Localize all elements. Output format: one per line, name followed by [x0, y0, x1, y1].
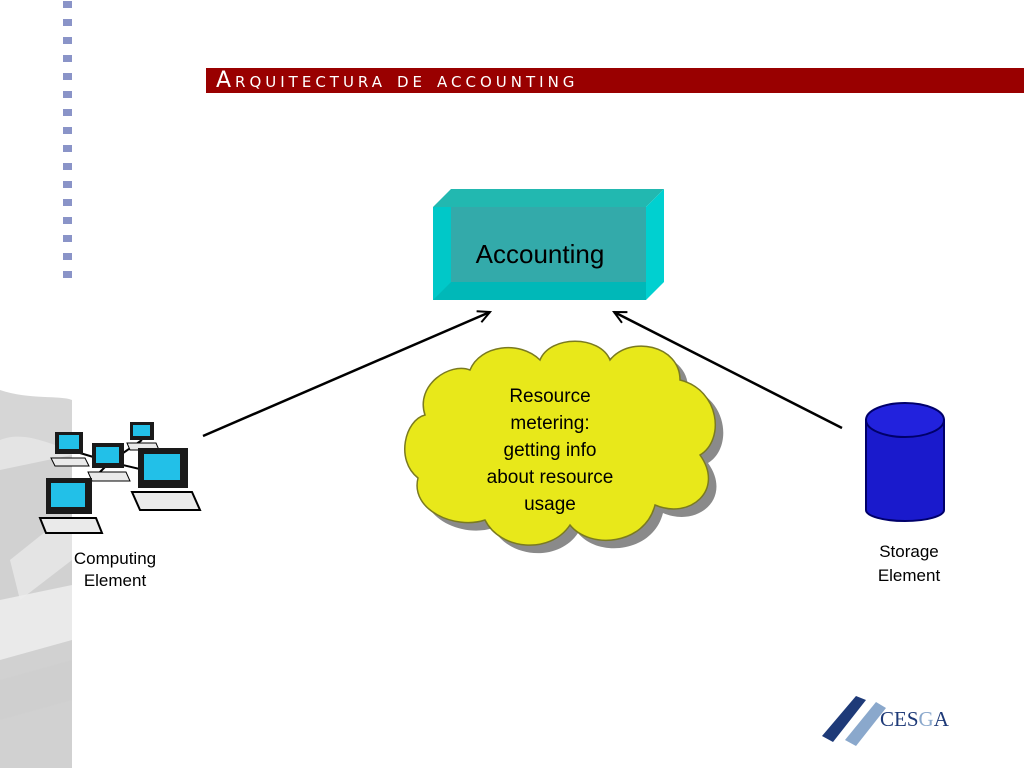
title-bar — [206, 68, 1024, 93]
arrow-storage-to-accounting — [614, 310, 843, 430]
storage-element-icon — [865, 402, 945, 522]
cesga-logo-text: CESGA — [880, 707, 949, 732]
computing-element-line: Element — [83, 571, 147, 590]
storage-element-line: Storage — [879, 542, 939, 561]
decorative-dot — [63, 271, 72, 278]
accounting-box — [433, 189, 664, 300]
decorative-dot — [63, 217, 72, 224]
decorative-dot — [63, 127, 72, 134]
accounting-label: Accounting — [475, 239, 605, 269]
decorative-dot — [63, 73, 72, 80]
cloud-line: about resource — [486, 467, 614, 488]
decorative-dot — [63, 199, 72, 206]
cloud-line: usage — [524, 494, 576, 515]
decorative-dot — [63, 163, 72, 170]
slide-title: Arquitectura de accounting — [216, 68, 579, 93]
resource-metering-cloud — [404, 340, 724, 554]
storage-element-label: Storage Element — [844, 540, 974, 588]
cloud-text: Resource metering: getting info about re… — [460, 383, 640, 518]
decorative-dot — [63, 37, 72, 44]
decorative-dot — [63, 55, 72, 62]
arrow-computing-to-accounting — [202, 312, 490, 438]
decorative-dot — [63, 19, 72, 26]
decorative-dot — [63, 145, 72, 152]
computing-element-line: Computing — [73, 549, 157, 568]
computing-element-icon — [38, 422, 202, 534]
logo-text-prefix: CES — [880, 707, 919, 731]
decorative-dots — [63, 1, 72, 278]
cloud-line: Resource — [509, 386, 591, 407]
decorative-dot — [63, 253, 72, 260]
cloud-line: metering: — [510, 413, 590, 434]
cesga-logo-mark — [822, 696, 886, 746]
computing-element-label: Computing Element — [50, 548, 180, 592]
cloud-line: getting info — [503, 440, 597, 461]
decorative-dot — [63, 181, 72, 188]
decorative-dot — [63, 1, 72, 8]
storage-element-line: Element — [877, 566, 941, 585]
decorative-dot — [63, 235, 72, 242]
decorative-dot — [63, 109, 72, 116]
decorative-dot — [63, 91, 72, 98]
logo-text-suffix: A — [933, 707, 949, 731]
logo-text-mid: G — [918, 707, 934, 731]
